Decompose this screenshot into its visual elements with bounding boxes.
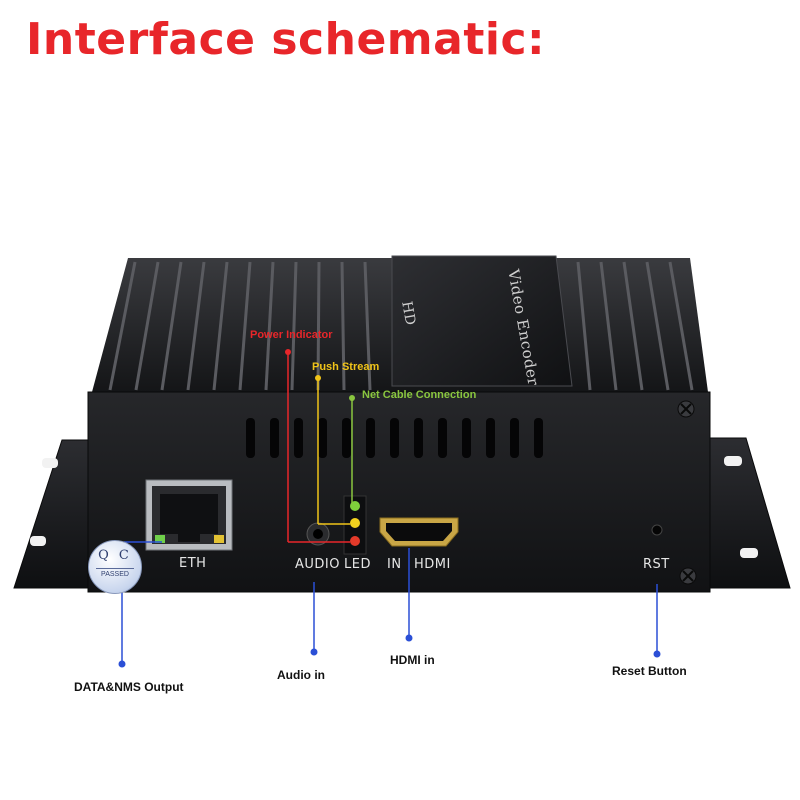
- qc-passed-sticker: Q C PASSED: [88, 540, 142, 594]
- eth-port: [145, 479, 233, 551]
- callout-push-stream-line: [317, 378, 350, 525]
- mounting-flange-right: [707, 437, 791, 589]
- status-leds: [343, 495, 367, 555]
- callout-audio-in: Audio in: [277, 668, 325, 682]
- reset-hole: [651, 524, 663, 536]
- callout-data-nms-output: DATA&NMS Output: [74, 680, 184, 694]
- hdmi-label: HDMI: [414, 557, 451, 572]
- heatsink-fins: [108, 261, 694, 391]
- label-plate: [391, 255, 573, 387]
- hdmi-port: [379, 517, 459, 547]
- eth-led-yellow: [214, 535, 224, 543]
- callout-reset-button: Reset Button: [612, 664, 687, 678]
- in-label: IN: [387, 557, 402, 572]
- device-front-panel: [87, 391, 711, 593]
- vent-slots: [246, 418, 543, 458]
- callout-hdmi-in: HDMI in: [390, 653, 435, 667]
- audio-label: AUDIO: [295, 557, 340, 572]
- mounting-flange-left: [13, 439, 93, 589]
- page-title: Interface schematic:: [26, 14, 546, 65]
- callout-power-indicator-line: [287, 352, 350, 543]
- eth-label: ETH: [179, 556, 207, 571]
- led-power: [350, 536, 360, 546]
- callout-push-stream: Push Stream: [312, 361, 380, 373]
- callout-power-indicator: Power Indicator: [250, 329, 333, 341]
- screw-bottom-right: [679, 567, 697, 585]
- callout-net-cable: Net Cable Connection: [362, 389, 477, 401]
- led-label: LED: [344, 557, 371, 572]
- qc-passed-text: PASSED: [96, 568, 134, 578]
- rst-label: RST: [643, 557, 670, 572]
- screw-top-right: [677, 400, 695, 418]
- led-push-stream: [350, 518, 360, 528]
- qc-text: Q C: [98, 548, 132, 563]
- audio-jack: [306, 522, 330, 546]
- eth-led-green: [155, 535, 165, 543]
